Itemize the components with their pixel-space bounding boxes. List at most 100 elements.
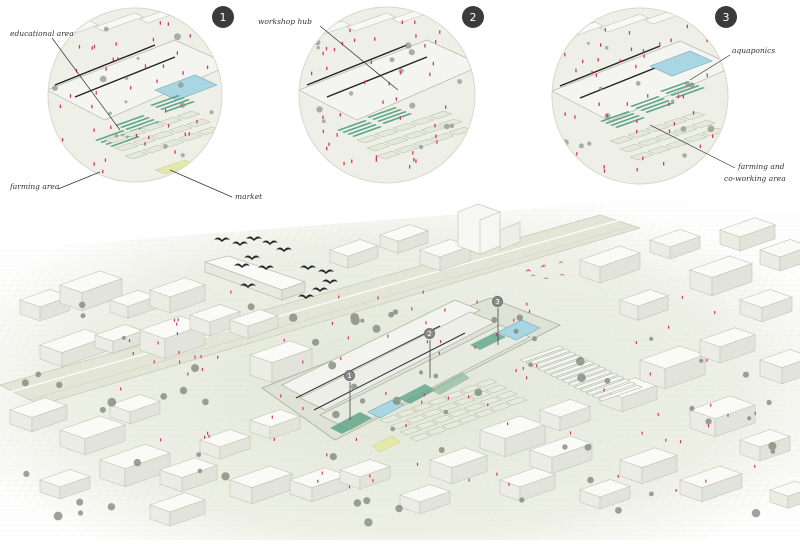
tree [99,406,106,413]
person [416,462,419,466]
zoom-person [325,46,328,51]
zoom-tree [348,91,354,96]
person [157,341,159,345]
person [665,438,667,442]
zoom-tree [179,102,186,108]
tree [438,447,445,453]
zoom-person [130,86,132,90]
zoom-pool [154,74,218,101]
person [681,295,683,299]
zoom-person [714,22,716,26]
person [468,478,470,482]
zoom-person [328,142,330,146]
person [641,431,643,435]
zoom-person [642,49,645,53]
tree [392,396,401,405]
zoom-person [626,102,628,106]
greenhouse-row [95,130,125,141]
zoom-person [582,59,584,64]
tree [615,507,622,514]
zoom-person [353,38,356,42]
person [283,338,285,342]
zoom-person [117,57,119,61]
bird [318,269,334,274]
zoom-person [159,21,161,25]
person [657,412,659,416]
zoom-tree [209,110,214,115]
bird [244,255,260,260]
pink-birds [525,261,566,280]
field-plot [495,390,518,400]
label-farming-and: farming and [738,162,785,171]
tree [562,444,568,450]
field-plot [427,396,450,406]
tree [312,338,320,346]
zoom-rail [326,56,428,98]
person [160,438,162,442]
zoom-person [187,167,189,172]
person [217,355,219,359]
zoom-person [209,154,212,158]
zoom-person [206,65,209,69]
tree [56,381,63,389]
person [444,308,446,312]
zoom-tree [52,85,58,91]
zoom-plot [124,150,149,160]
zoom-person [569,153,571,158]
bird [300,265,316,270]
person [200,355,202,359]
label-educational-area: educational area [10,29,74,38]
site-marker-3: 3 [492,296,503,307]
zoom-tree [398,68,404,74]
person [230,290,232,294]
zoom-person [643,54,645,58]
zoom-person [326,66,328,71]
person [273,438,275,441]
tower [457,203,521,255]
zoom-tree [457,79,463,84]
bird [322,279,338,284]
zoom-person [564,52,566,57]
zoom-person [424,44,426,48]
tree [332,410,340,419]
zoom-person [603,169,606,173]
building-wall [701,473,743,503]
tree [649,491,654,497]
field-plot [463,402,486,412]
person [515,369,517,373]
bird [214,237,230,242]
tree [770,449,776,454]
zoom-person [196,119,198,124]
field-plot [479,396,502,406]
zoom-plot [402,130,427,140]
person [331,321,333,325]
zoom-person [409,165,411,169]
zoom-tree [444,123,450,130]
tree [372,324,381,333]
person [128,339,131,343]
field-plot [399,426,422,436]
person [447,396,449,400]
person [496,472,498,476]
building-wall [359,466,391,490]
tree [768,442,777,451]
person [421,400,423,404]
zoom-person [93,128,95,132]
tree [160,393,168,400]
person [271,415,273,419]
person [707,424,710,428]
zoom-person [636,119,638,123]
person [438,351,440,355]
zoom-hall [299,39,475,121]
zoom-person [174,150,176,154]
stall-row [597,384,643,402]
person [348,485,351,489]
person [526,376,528,380]
label-workshop-hub: workshop hub [258,17,312,26]
tree [350,313,359,322]
building-wall [664,354,706,390]
greenhouse-row [382,113,412,124]
person [649,372,651,376]
tree [433,373,439,379]
